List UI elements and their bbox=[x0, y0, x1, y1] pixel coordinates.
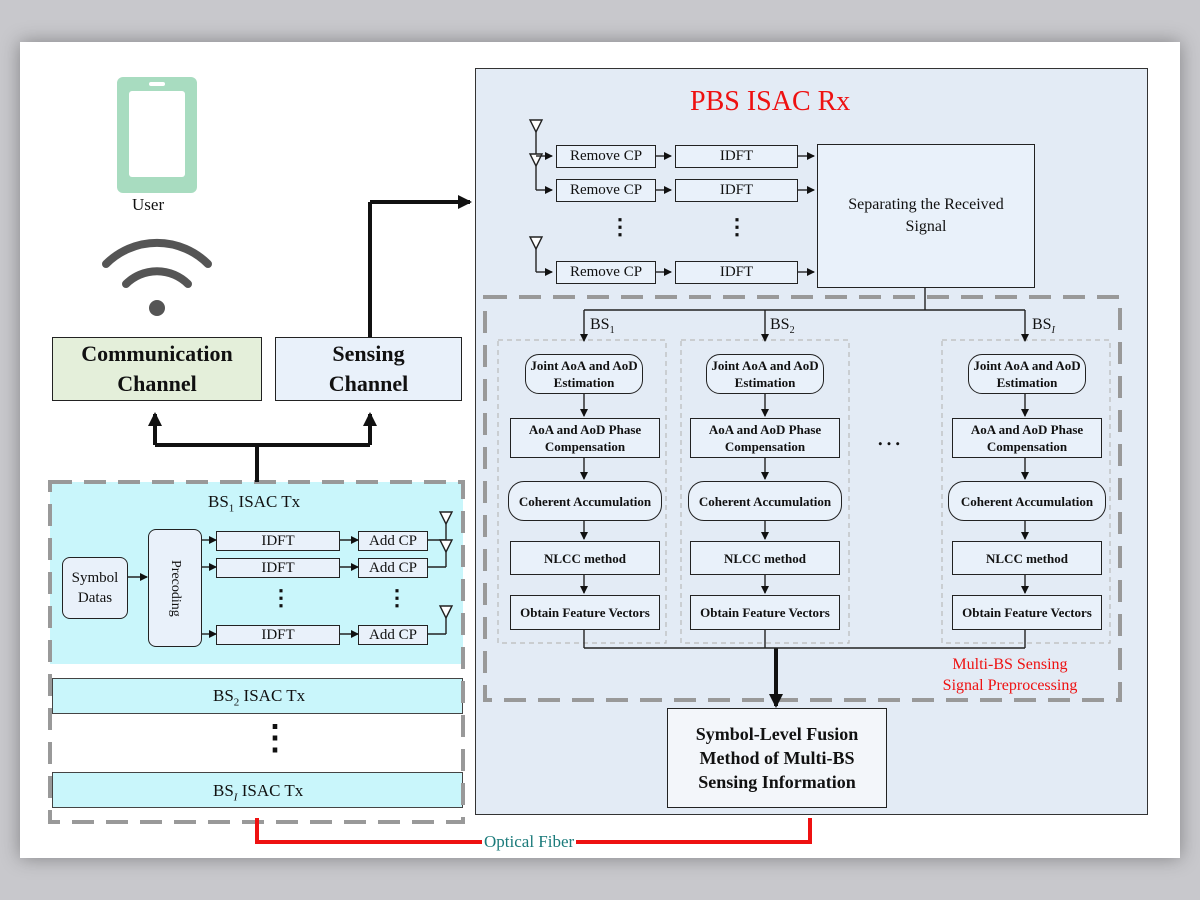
col1-joint-box: Joint AoA and AoD Estimation bbox=[525, 354, 643, 394]
tx-addcp-2: Add CP bbox=[358, 558, 428, 578]
col3-nlcc-box: NLCC method bbox=[952, 541, 1102, 575]
tx-idft-2: IDFT bbox=[216, 558, 340, 578]
rx-col2-label: BS2 bbox=[770, 316, 795, 337]
precoding-box: Precoding bbox=[148, 529, 202, 647]
communication-channel-box: Communication Channel bbox=[52, 337, 262, 401]
tx-bs2-title: BS2 ISAC Tx bbox=[213, 686, 306, 709]
rx-title: PBS ISAC Rx bbox=[690, 86, 851, 117]
col2-feature-box: Obtain Feature Vectors bbox=[690, 595, 840, 630]
col1-nlcc-box: NLCC method bbox=[510, 541, 660, 575]
rx-col3-label: BSI bbox=[1032, 316, 1055, 337]
tx-vdots-idft: ⋮ bbox=[270, 585, 292, 610]
rx-idft-3: IDFT bbox=[675, 261, 798, 284]
rx-remove-cp-2: Remove CP bbox=[556, 179, 656, 202]
rx-vdots-cp: ⋮ bbox=[609, 214, 631, 239]
separating-signal-box: Separating the Received Signal bbox=[817, 144, 1035, 288]
col3-coherent-box: Coherent Accumulation bbox=[948, 481, 1106, 521]
phone-icon bbox=[117, 77, 197, 193]
rx-idft-2: IDFT bbox=[675, 179, 798, 202]
col2-coherent-box: Coherent Accumulation bbox=[688, 481, 842, 521]
tx-addcp-1: Add CP bbox=[358, 531, 428, 551]
tx-bs1-title: BS1 ISAC Tx bbox=[208, 492, 301, 515]
col1-feature-box: Obtain Feature Vectors bbox=[510, 595, 660, 630]
tx-bsi-panel bbox=[52, 772, 463, 808]
tx-vdots-addcp: ⋮ bbox=[386, 585, 408, 610]
col3-joint-box: Joint AoA and AoD Estimation bbox=[968, 354, 1086, 394]
optical-fiber-label: Optical Fiber bbox=[482, 832, 577, 852]
symbol-datas-box: Symbol Datas bbox=[62, 557, 128, 619]
col1-phase-box: AoA and AoD Phase Compensation bbox=[510, 418, 660, 458]
tx-addcp-3: Add CP bbox=[358, 625, 428, 645]
rx-remove-cp-3: Remove CP bbox=[556, 261, 656, 284]
user-label: User bbox=[132, 195, 165, 214]
col2-phase-box: AoA and AoD Phase Compensation bbox=[690, 418, 840, 458]
rx-hdots: … bbox=[876, 422, 902, 451]
col2-joint-box: Joint AoA and AoD Estimation bbox=[706, 354, 824, 394]
rx-remove-cp-1: Remove CP bbox=[556, 145, 656, 168]
diagram-sheet: User Communication Channel Sensing Chann… bbox=[20, 42, 1180, 858]
col1-coherent-box: Coherent Accumulation bbox=[508, 481, 662, 521]
col3-feature-box: Obtain Feature Vectors bbox=[952, 595, 1102, 630]
col3-phase-box: AoA and AoD Phase Compensation bbox=[952, 418, 1102, 458]
fusion-box: Symbol-Level Fusion Method of Multi-BS S… bbox=[667, 708, 887, 808]
tx-bsi-title: BSI ISAC Tx bbox=[213, 781, 304, 804]
preprocessing-label: Multi-BS Sensing Signal Preprocessing bbox=[942, 656, 1078, 694]
wifi-icon bbox=[102, 238, 212, 288]
tx-vdots-bs: ⋮ bbox=[258, 720, 292, 757]
tx-idft-3: IDFT bbox=[216, 625, 340, 645]
tx-bs2-panel bbox=[52, 678, 463, 714]
connector-lines bbox=[48, 119, 1122, 844]
rx-col1-label: BS1 bbox=[590, 316, 615, 337]
sensing-channel-box: Sensing Channel bbox=[275, 337, 462, 401]
tx-idft-1: IDFT bbox=[216, 531, 340, 551]
rx-vdots-idft: ⋮ bbox=[726, 214, 748, 239]
rx-idft-1: IDFT bbox=[675, 145, 798, 168]
col2-nlcc-box: NLCC method bbox=[690, 541, 840, 575]
